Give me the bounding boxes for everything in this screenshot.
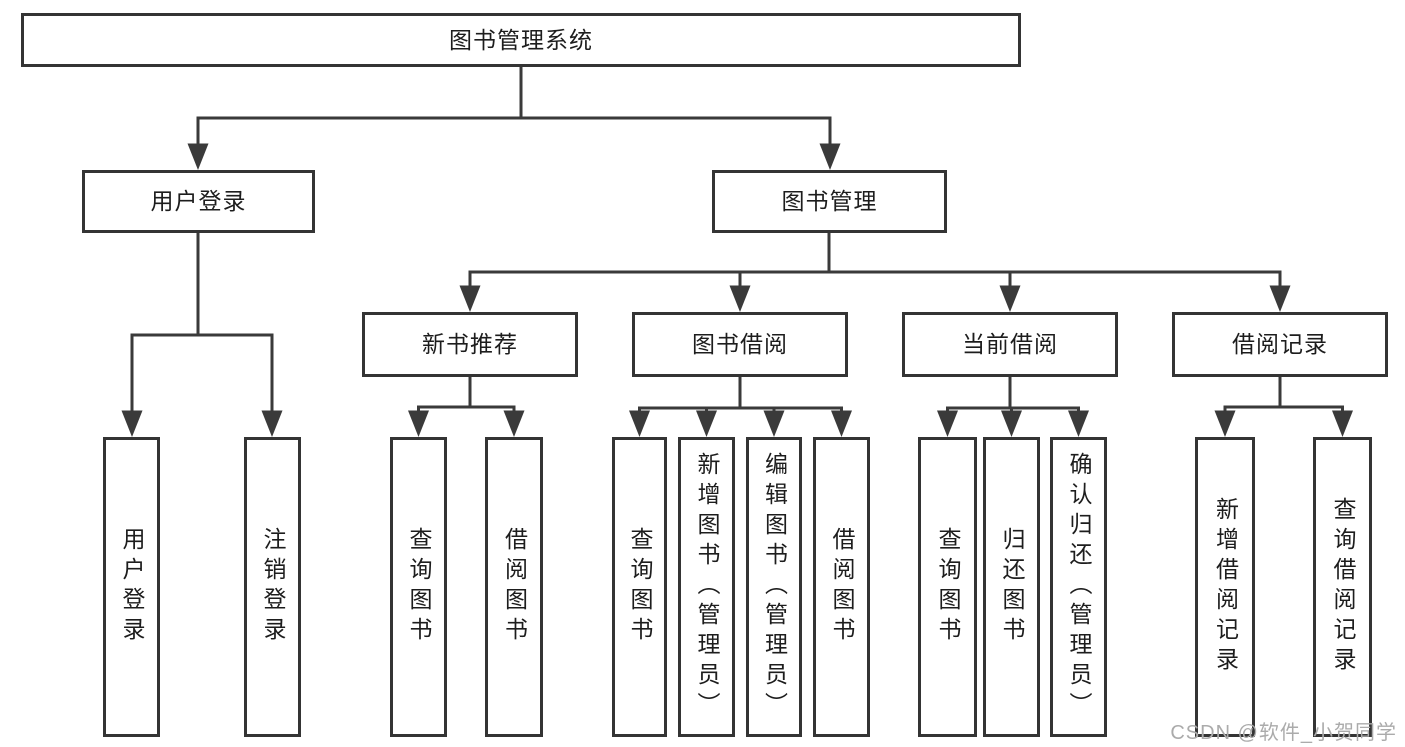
leaf-query-books-current-label: 查询图书 [935, 527, 961, 647]
node-library-system: 图书管理系统 [21, 13, 1021, 67]
node-new-book-recommend-label: 新书推荐 [422, 331, 518, 357]
leaf-query-books-current: 查询图书 [918, 437, 977, 737]
leaf-edit-book-admin: 编辑图书（管理员） [746, 437, 802, 737]
node-book-management-label: 图书管理 [781, 188, 878, 214]
watermark-csdn: CSDN @软件_小贺同学 [1170, 722, 1397, 744]
node-user-login-label: 用户登录 [150, 188, 247, 214]
node-borrowing-records: 借阅记录 [1172, 312, 1388, 377]
node-borrowing-records-label: 借阅记录 [1232, 331, 1328, 357]
leaf-query-books-borrowing: 查询图书 [612, 437, 667, 737]
leaf-user-login: 用户登录 [103, 437, 160, 737]
leaf-logout-label: 注销登录 [260, 527, 286, 647]
node-book-borrowing: 图书借阅 [632, 312, 848, 377]
leaf-query-borrow-record: 查询借阅记录 [1313, 437, 1372, 737]
node-current-borrowing-label: 当前借阅 [962, 331, 1058, 357]
leaf-borrow-books-borrowing-label: 借阅图书 [829, 527, 855, 647]
leaf-confirm-return-admin-label: 确认归还（管理员） [1066, 452, 1092, 722]
leaf-add-borrow-record-label: 新增借阅记录 [1212, 497, 1239, 677]
leaf-query-books-borrowing-label: 查询图书 [627, 527, 653, 647]
node-book-management: 图书管理 [712, 170, 947, 233]
leaf-confirm-return-admin: 确认归还（管理员） [1050, 437, 1107, 737]
leaf-borrow-books-recommend-label: 借阅图书 [501, 527, 528, 647]
leaf-add-book-admin-label: 新增图书（管理员） [694, 452, 720, 722]
leaf-borrow-books-recommend: 借阅图书 [485, 437, 543, 737]
node-book-borrowing-label: 图书借阅 [692, 331, 788, 357]
leaf-add-borrow-record: 新增借阅记录 [1195, 437, 1255, 737]
leaf-logout: 注销登录 [244, 437, 301, 737]
node-user-login: 用户登录 [82, 170, 315, 233]
node-library-system-label: 图书管理系统 [449, 26, 593, 53]
leaf-return-books: 归还图书 [983, 437, 1040, 737]
leaf-query-borrow-record-label: 查询借阅记录 [1330, 497, 1356, 677]
node-current-borrowing: 当前借阅 [902, 312, 1118, 377]
leaf-user-login-label: 用户登录 [119, 527, 145, 647]
node-new-book-recommend: 新书推荐 [362, 312, 578, 377]
leaf-borrow-books-borrowing: 借阅图书 [813, 437, 870, 737]
leaf-query-books-recommend: 查询图书 [390, 437, 447, 737]
leaf-query-books-recommend-label: 查询图书 [406, 527, 432, 647]
leaf-edit-book-admin-label: 编辑图书（管理员） [761, 452, 788, 722]
leaf-add-book-admin: 新增图书（管理员） [678, 437, 735, 737]
leaf-return-books-label: 归还图书 [999, 527, 1025, 647]
